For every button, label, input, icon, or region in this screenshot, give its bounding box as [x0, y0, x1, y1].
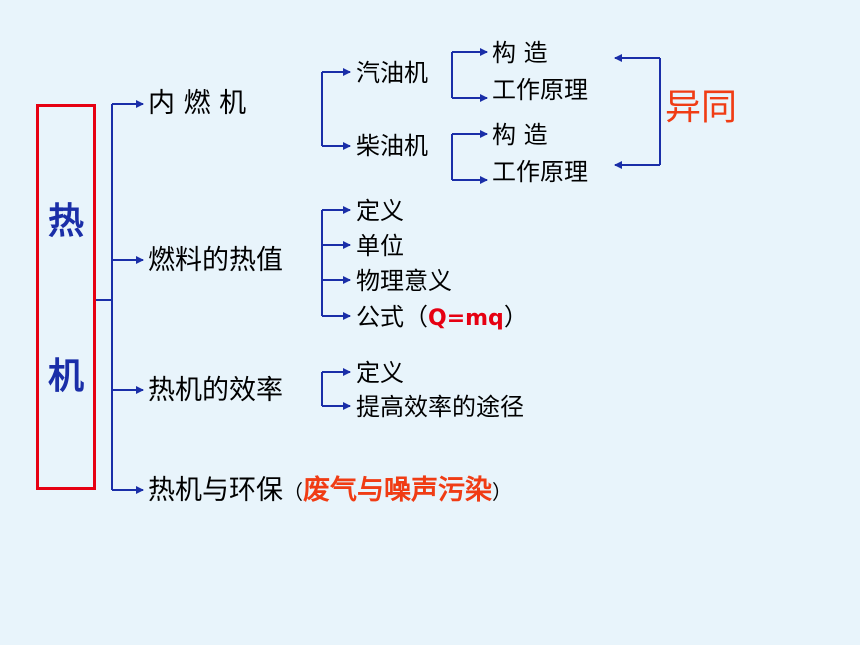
ice-label: 内 燃 机 — [148, 88, 247, 119]
environment-line: 热机与环保（废气与噪声污染） — [148, 476, 512, 507]
environment-open: （ — [283, 480, 303, 504]
fuel-heat-label: 燃料的热值 — [148, 245, 283, 276]
compare-label: 异同 — [665, 87, 738, 128]
fuel-heat-formula-line: 公式（Q=mq） — [356, 302, 528, 334]
efficiency-label: 热机的效率 — [148, 375, 283, 406]
petrol-label: 汽油机 — [356, 59, 428, 87]
efficiency-item-definition: 定义 — [356, 359, 404, 387]
diesel-label: 柴油机 — [356, 132, 428, 160]
root-box: 热 机 — [36, 104, 96, 490]
fuel-heat-item-meaning: 物理意义 — [356, 267, 452, 295]
diesel-structure: 构 造 — [492, 121, 548, 149]
root-char-1: 热 — [47, 201, 84, 242]
diesel-principle: 工作原理 — [492, 158, 588, 186]
petrol-principle: 工作原理 — [492, 76, 588, 104]
fuel-heat-item-definition: 定义 — [356, 197, 404, 225]
petrol-structure: 构 造 — [492, 39, 548, 67]
formula-prefix: 公式（ — [356, 303, 428, 331]
formula-suffix: ） — [503, 303, 528, 331]
fuel-heat-item-unit: 单位 — [356, 232, 404, 260]
root-char-2: 机 — [47, 356, 84, 397]
environment-pollution: 废气与噪声污染 — [303, 475, 492, 506]
efficiency-item-ways: 提高效率的途径 — [356, 393, 524, 421]
formula: Q=mq — [428, 306, 504, 331]
environment-close: ） — [492, 480, 512, 504]
environment-label: 热机与环保 — [148, 475, 283, 506]
